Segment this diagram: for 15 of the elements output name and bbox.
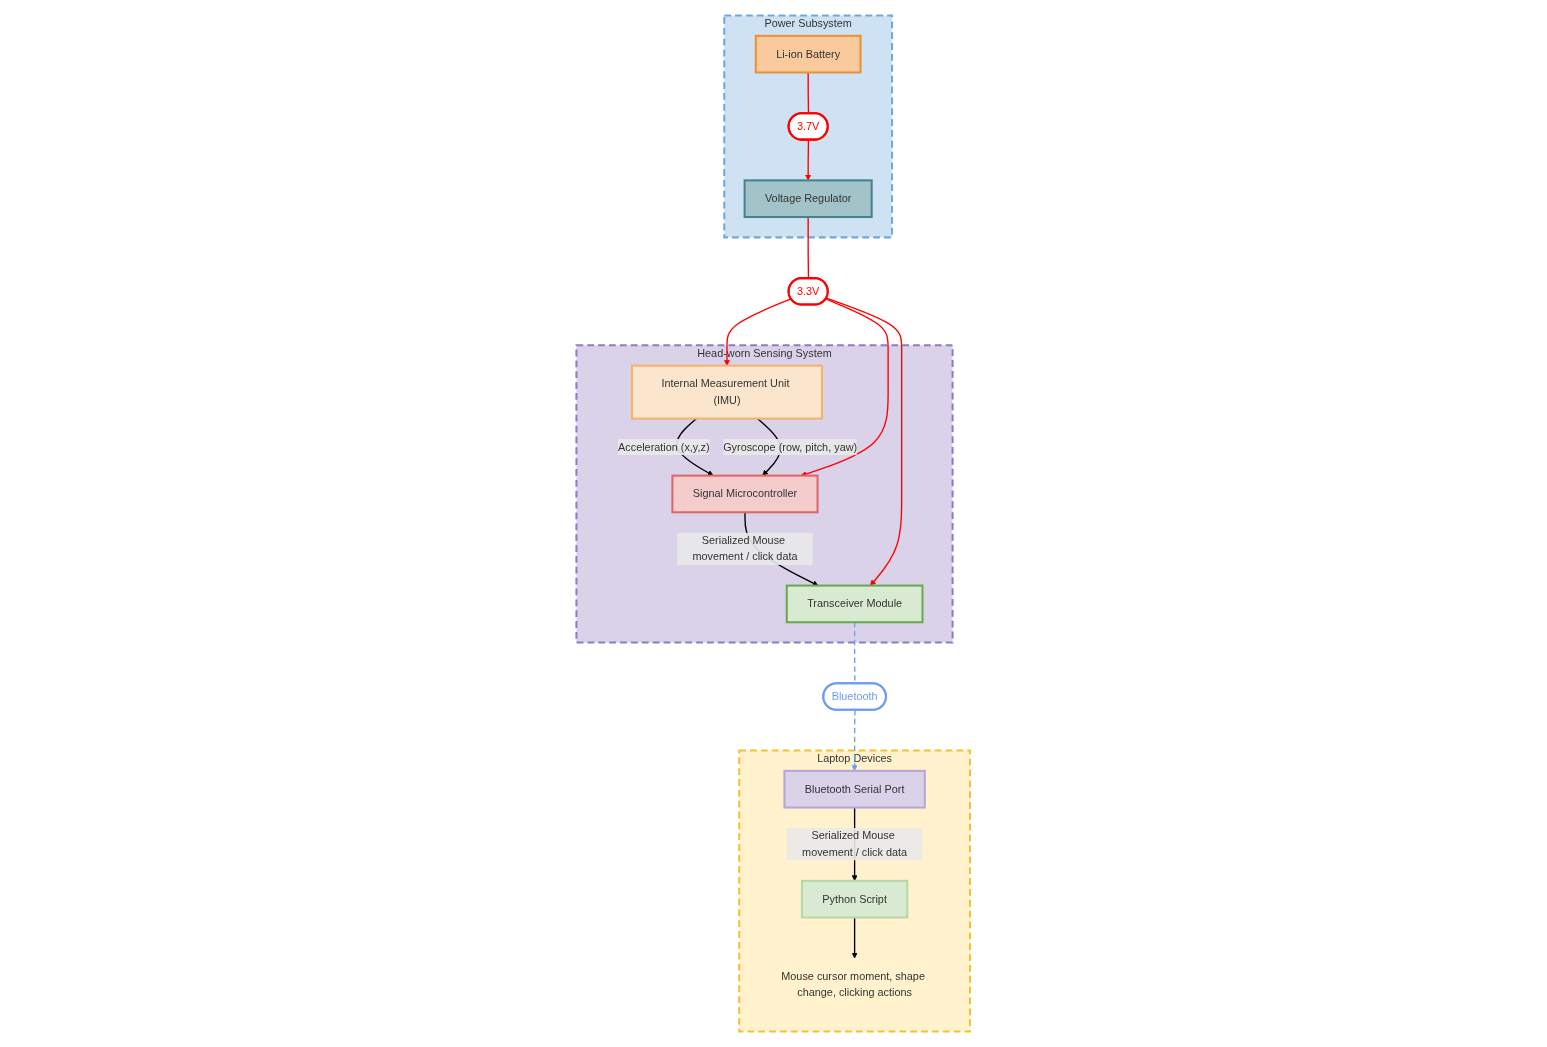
node-box: Signal Microcontroller [671, 474, 819, 514]
node-box: Transceiver Module [786, 584, 924, 624]
node-box: Voltage Regulator [743, 179, 873, 219]
arrow [805, 139, 812, 181]
node-box: Bluetooth Serial Port [783, 769, 927, 809]
node-box: Internal Measurement Unit (IMU) [631, 364, 824, 420]
edge-label: Serialized Mouse movement / click data [802, 829, 908, 858]
node-box: Li-ion Battery [755, 34, 862, 74]
edge-label: Serialized Mouse movement / click data [692, 534, 798, 563]
arrow [724, 298, 792, 366]
edge-label: Gyroscope (row, pitch, yaw) [723, 441, 858, 453]
edge-label: Acceleration (x,y,z) [618, 441, 710, 453]
arrow [826, 297, 903, 586]
node-box: Python Script [801, 879, 909, 919]
node-text: Mouse cursor moment, shape change, clicking actions [781, 970, 926, 999]
